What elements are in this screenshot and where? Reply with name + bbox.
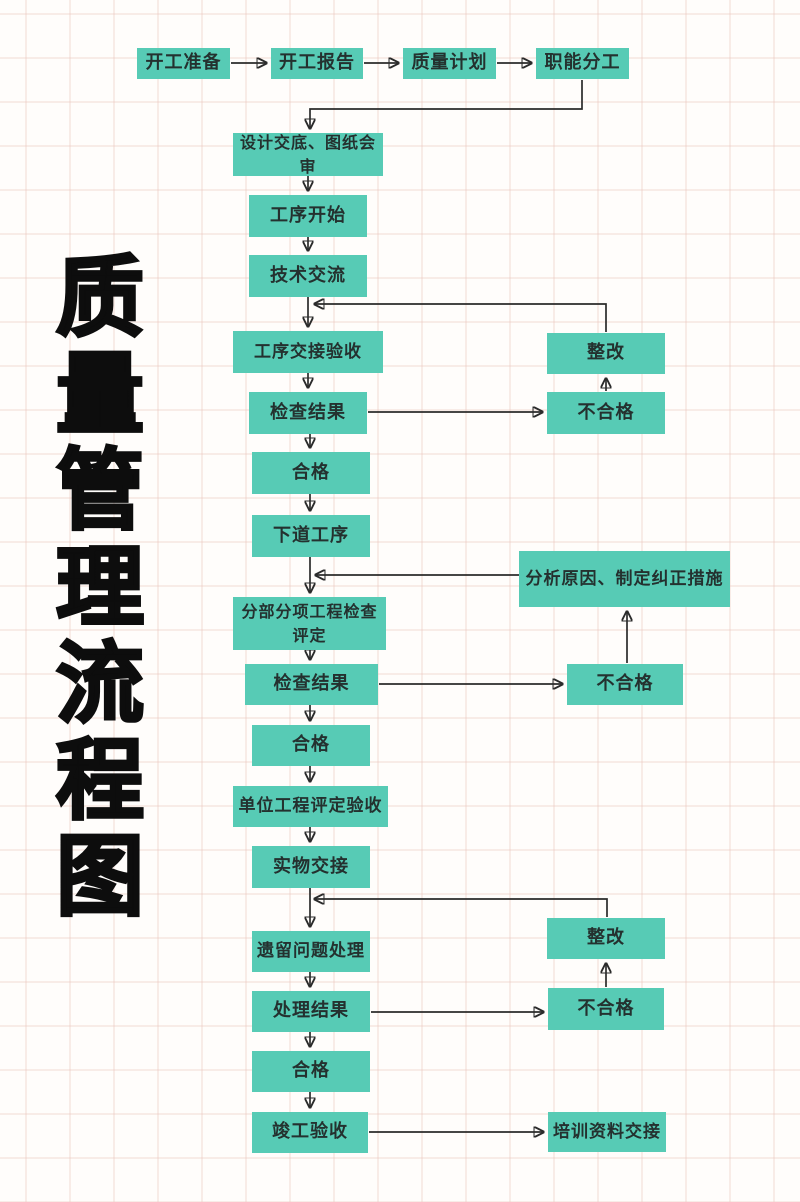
- node-check-result-1: 检查结果: [249, 392, 367, 434]
- node-unqualified-2: 不合格: [567, 664, 683, 705]
- node-tech-exchange: 技术交流: [249, 255, 367, 297]
- node-unqualified-1: 不合格: [547, 392, 665, 434]
- arrow-rectify1-feedback: [315, 304, 607, 332]
- node-leftover-issues: 遗留问题处理: [252, 931, 370, 972]
- title-char: 理: [54, 535, 145, 639]
- node-process-start: 工序开始: [249, 195, 367, 237]
- node-handle-result: 处理结果: [252, 991, 370, 1032]
- node-process-handover: 工序交接验收: [233, 331, 383, 373]
- arrow-rectify2-feedback: [315, 899, 608, 917]
- node-rectify-2: 整改: [547, 918, 665, 959]
- node-start-prep: 开工准备: [137, 48, 230, 79]
- title-char: 程: [54, 728, 145, 832]
- title-char: 图: [54, 825, 145, 928]
- node-unqualified-3: 不合格: [548, 988, 664, 1030]
- node-analyze-cause: 分析原因、制定纠正措施: [519, 551, 730, 607]
- node-start-report: 开工报告: [271, 48, 363, 79]
- node-rectify-1: 整改: [547, 333, 665, 374]
- node-design-disclosure: 设计交底、图纸会审: [233, 133, 383, 176]
- title-char: 质: [54, 246, 145, 349]
- node-next-process: 下道工序: [252, 515, 370, 557]
- node-subitem-inspection: 分部分项工程检查评定: [233, 597, 386, 650]
- node-completion-acceptance: 竣工验收: [252, 1112, 368, 1153]
- page-title: 质 量 管 理 流 程 图: [40, 246, 160, 928]
- arrow-duty-division-to-design-disclosure: [310, 80, 583, 128]
- title-char: 管: [54, 439, 145, 542]
- node-physical-handover: 实物交接: [252, 846, 370, 888]
- node-quality-plan: 质量计划: [403, 48, 496, 79]
- title-char: 流: [54, 632, 145, 735]
- node-qualified-1: 合格: [252, 452, 370, 494]
- node-training-handover: 培训资料交接: [548, 1112, 666, 1152]
- node-qualified-3: 合格: [252, 1051, 370, 1092]
- node-qualified-2: 合格: [252, 725, 370, 766]
- node-unit-acceptance: 单位工程评定验收: [233, 786, 388, 827]
- title-char: 量: [54, 342, 145, 446]
- node-duty-division: 职能分工: [536, 48, 629, 79]
- node-check-result-2: 检查结果: [245, 664, 378, 705]
